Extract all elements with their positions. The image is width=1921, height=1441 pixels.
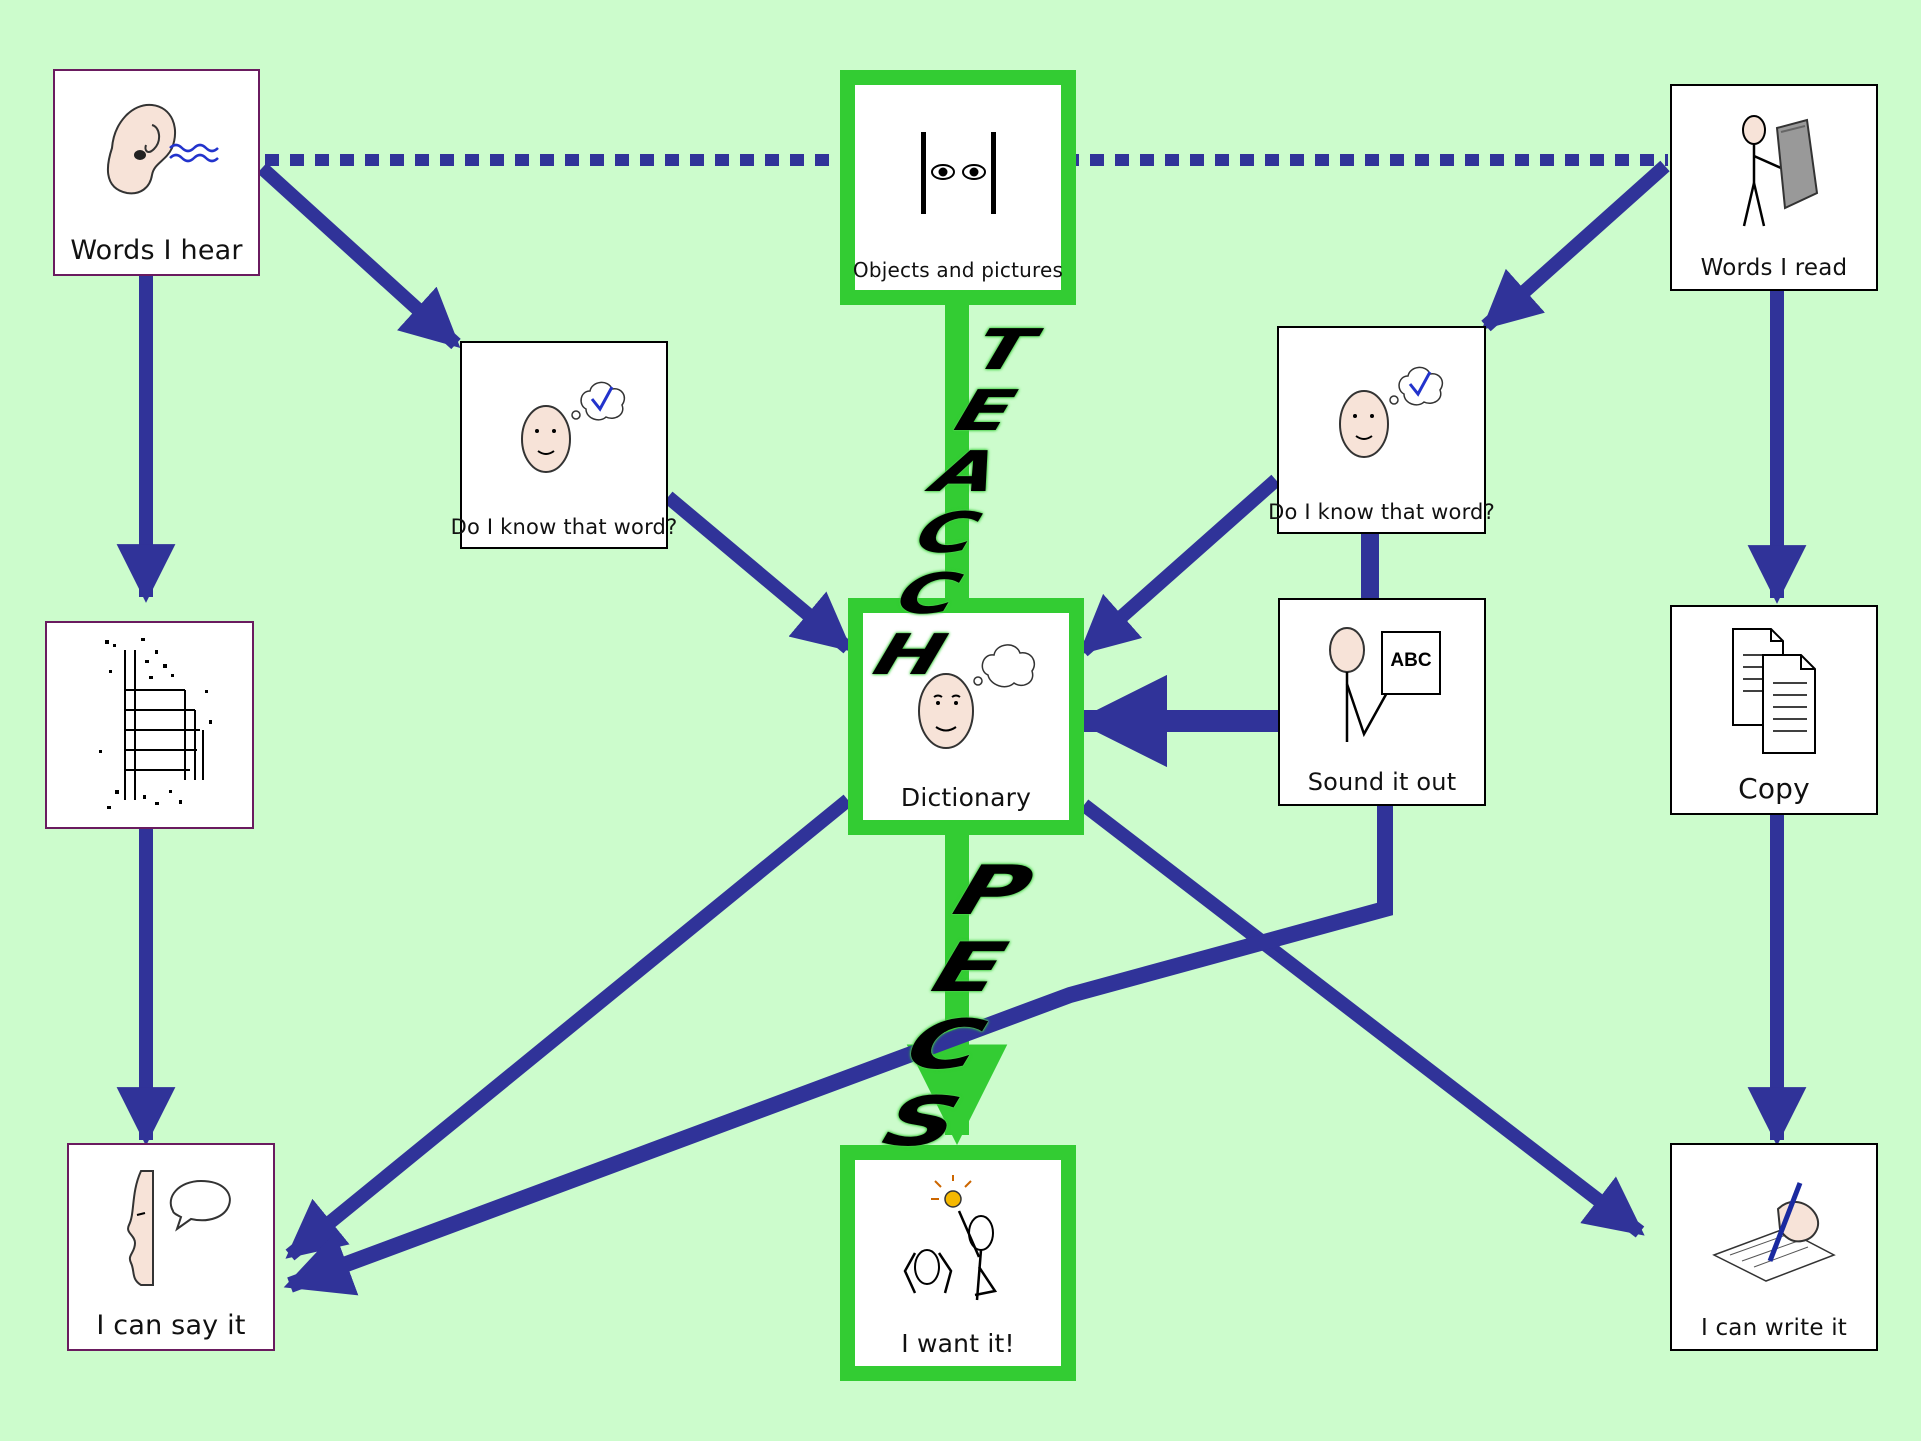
- eyes-looking-icon: [855, 85, 1061, 258]
- card-i-can-write-it[interactable]: I can write it: [1670, 1143, 1878, 1351]
- card-label: I can say it: [96, 1310, 246, 1341]
- card-words-i-hear[interactable]: Words I hear: [53, 69, 260, 276]
- card-copy[interactable]: Copy: [1670, 605, 1878, 815]
- card-label: Copy: [1738, 772, 1810, 805]
- card-sign-picture[interactable]: [45, 621, 254, 829]
- card-label: Words I hear: [70, 235, 243, 266]
- card-label: I can write it: [1700, 1315, 1848, 1341]
- teacch-vertical-text: TEACCH: [854, 318, 1061, 684]
- person-reading-icon: [1672, 86, 1876, 255]
- card-dictionary[interactable]: Dictionary: [848, 598, 1084, 835]
- card-label: I want it!: [901, 1329, 1015, 1358]
- svg-text:ABC: ABC: [1390, 650, 1431, 671]
- card-label: Dictionary: [900, 783, 1032, 812]
- arrow-dictionary-to-say: [285, 794, 853, 1261]
- pecs-vertical-text: PECS: [853, 852, 1062, 1160]
- arrow-hear-to-knowleft: [257, 162, 461, 350]
- arrow-knowleft-to-dictionary: [663, 491, 853, 654]
- sign-language-icon: [47, 623, 252, 827]
- thinking-face-icon: [863, 613, 1069, 783]
- ear-hearing-icon: [55, 71, 258, 235]
- giving-object-icon: [855, 1160, 1061, 1329]
- card-label: Do I know that word?: [1268, 500, 1495, 524]
- card-objects-and-pictures[interactable]: Objects and pictures: [840, 70, 1076, 305]
- card-sound-it-out[interactable]: ABC Sound it out: [1278, 598, 1486, 806]
- thinking-face-check-icon: [1279, 328, 1484, 500]
- speaking-face-icon: [69, 1145, 273, 1310]
- card-i-want-it[interactable]: I want it!: [840, 1145, 1076, 1381]
- arrow-read-to-knowright: [1481, 160, 1670, 332]
- card-label: Words I read: [1700, 255, 1848, 281]
- hand-writing-icon: [1672, 1145, 1876, 1315]
- card-label: Do I know that word?: [450, 515, 678, 539]
- arrow-dictionary-to-write: [1079, 799, 1645, 1238]
- card-words-i-read[interactable]: Words I read: [1670, 84, 1878, 291]
- card-i-can-say-it[interactable]: I can say it: [67, 1143, 275, 1351]
- card-do-i-know-right[interactable]: Do I know that word?: [1268, 326, 1495, 534]
- arrow-knowright-to-dictionary: [1078, 474, 1281, 657]
- arrow-sound-to-say: [283, 806, 1393, 1296]
- thinking-face-check-icon: [462, 343, 666, 515]
- documents-copy-icon: [1672, 607, 1876, 772]
- card-do-i-know-left[interactable]: Do I know that word?: [451, 341, 677, 549]
- card-label: Sound it out: [1307, 768, 1457, 796]
- person-abc-icon: ABC: [1280, 600, 1484, 768]
- card-label: Objects and pictures: [852, 258, 1064, 282]
